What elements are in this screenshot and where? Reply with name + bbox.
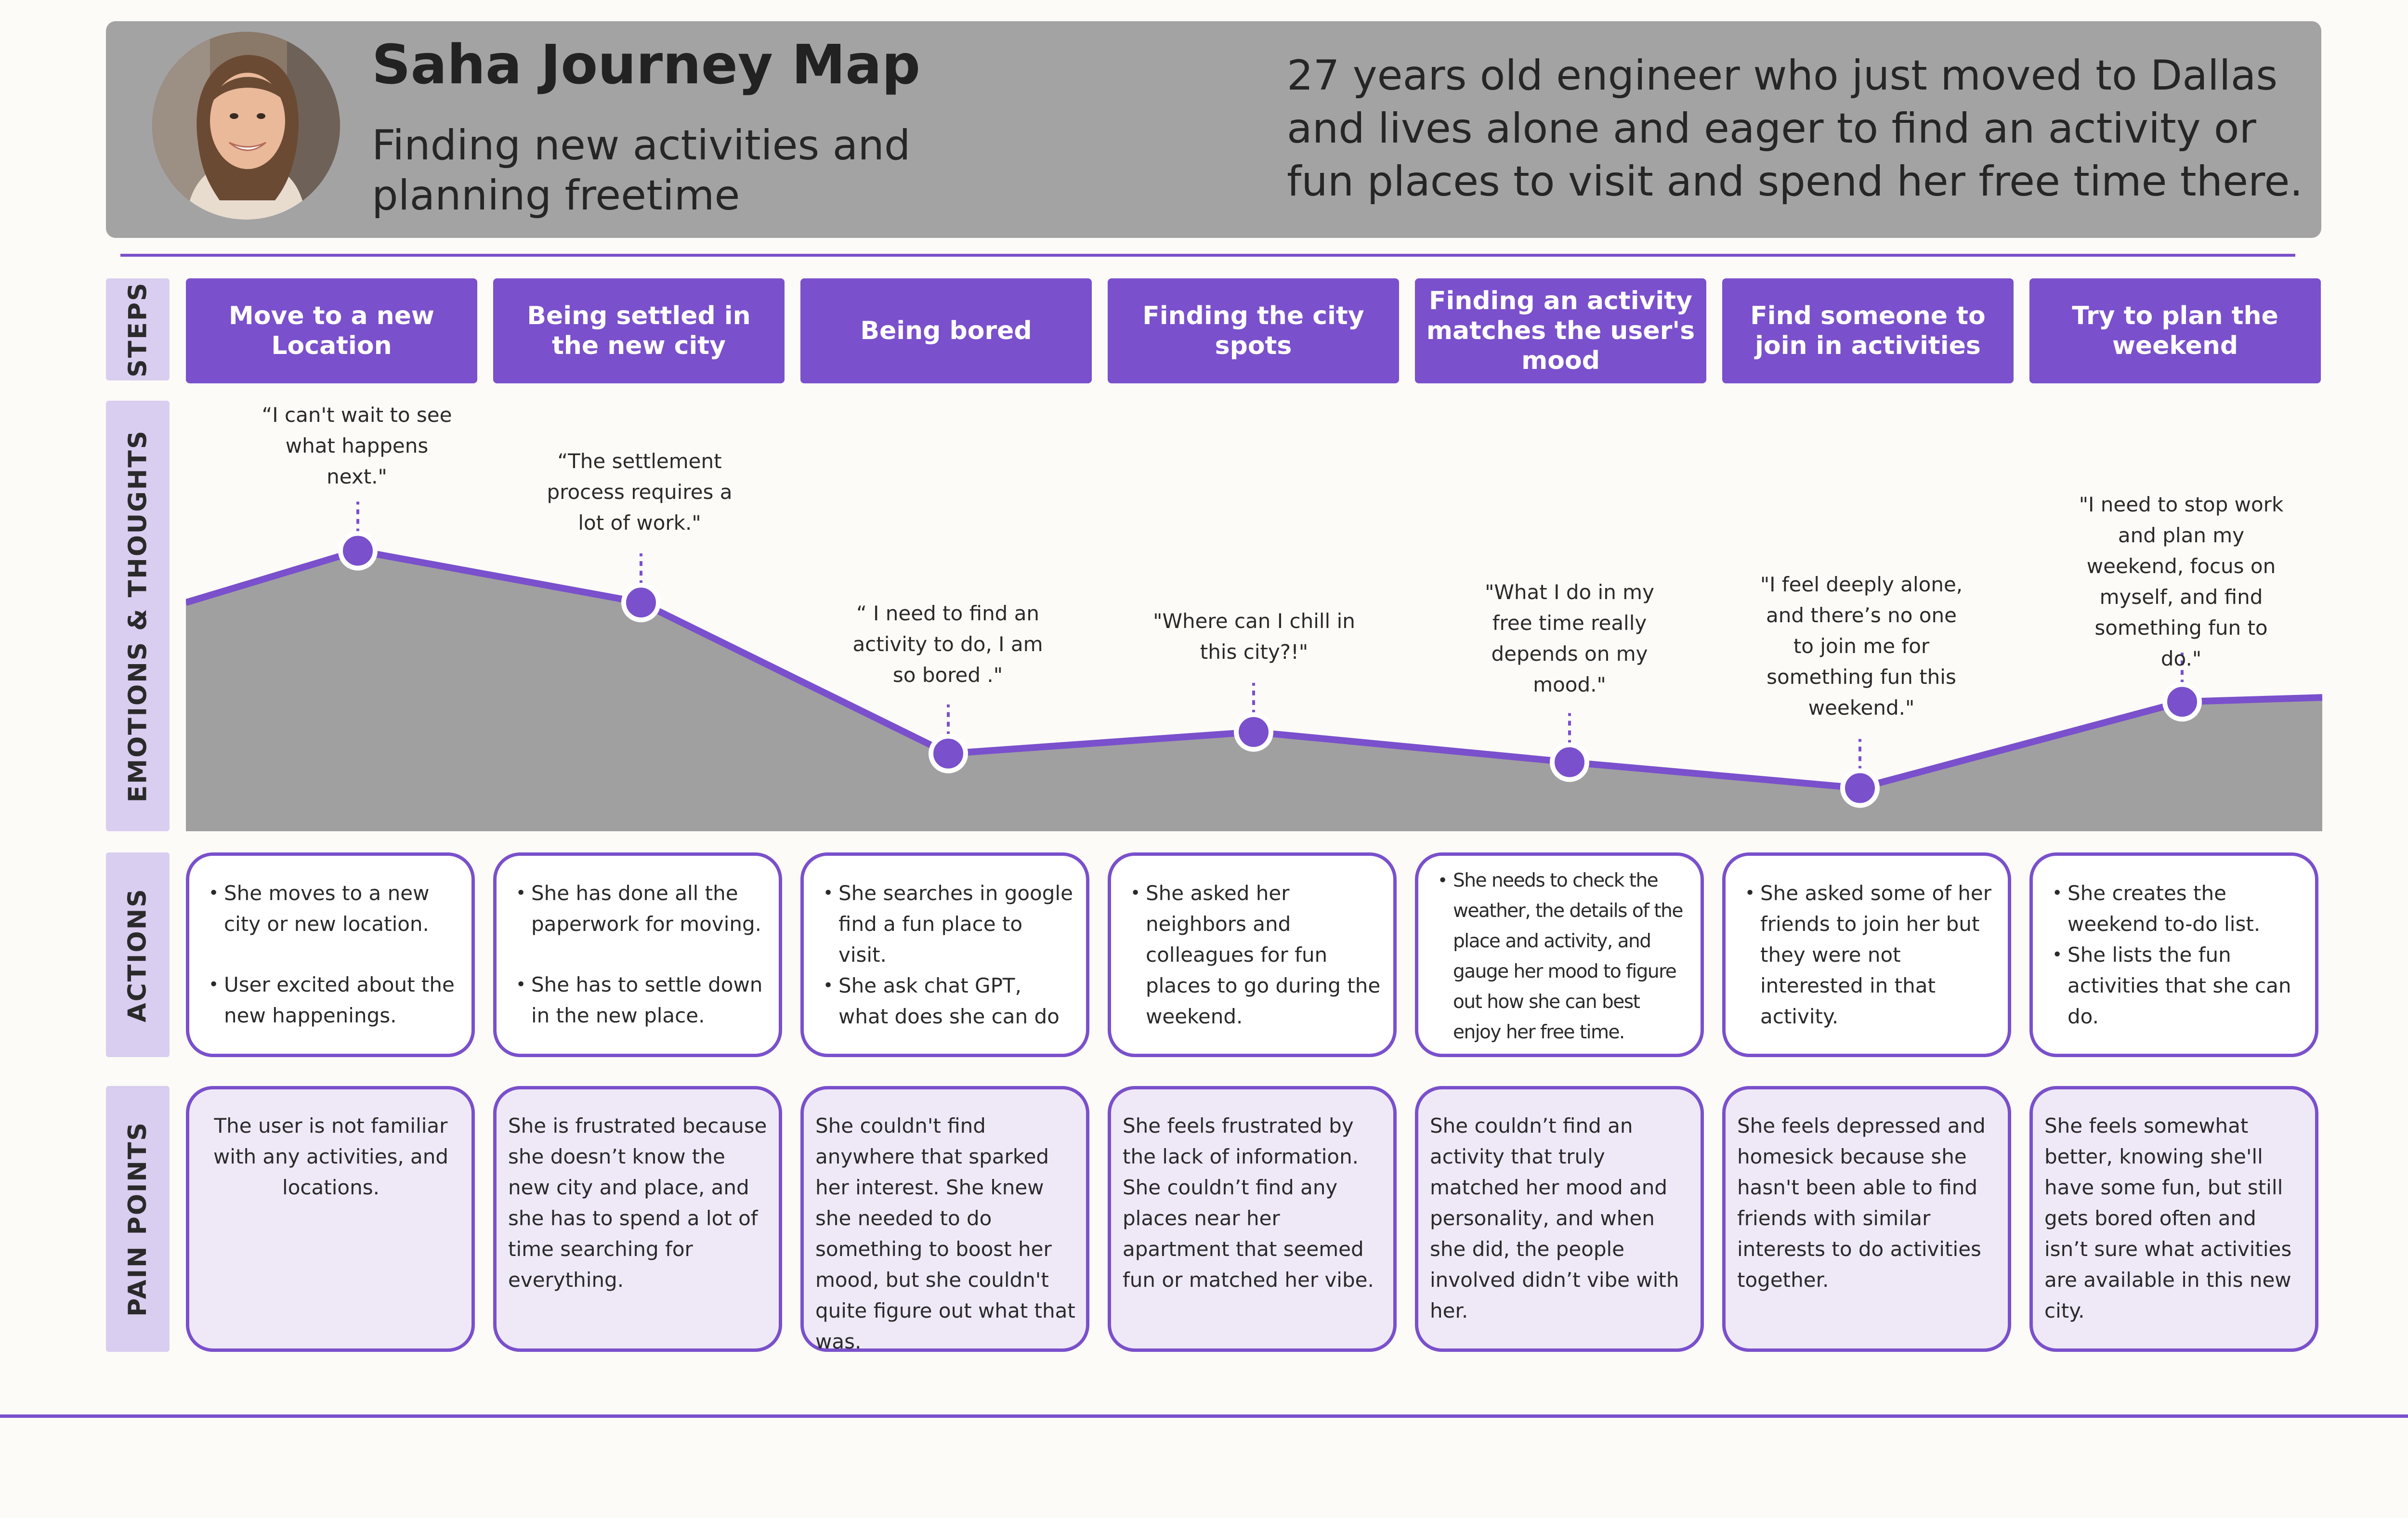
emotion-point-4 xyxy=(1234,712,1273,752)
emotion-point-7 xyxy=(2162,682,2202,722)
row-label-emotions-text: EMOTIONS & THOUGHTS xyxy=(123,429,153,803)
action-card-3: She searches in google find a fun place … xyxy=(800,852,1089,1057)
action-item: She needs to check the weather, the deta… xyxy=(1438,865,1691,1047)
persona-description: 27 years old engineer who just moved to … xyxy=(1287,52,2303,206)
emotion-point-3 xyxy=(929,733,968,773)
footer-divider xyxy=(0,1414,2408,1418)
pain-point-card-2: She is frustrated because she doesn’t kn… xyxy=(493,1086,782,1352)
row-label-emotions: EMOTIONS & THOUGHTS xyxy=(106,401,170,831)
action-card-5: She needs to check the weather, the deta… xyxy=(1415,852,1704,1057)
action-item: She has done all the paperwork for movin… xyxy=(516,878,769,940)
action-item: User excited about the new happenings. xyxy=(209,969,462,1031)
pain-point-card-5: She couldn’t find an activity that truly… xyxy=(1415,1086,1704,1352)
action-card-1: She moves to a new city or new location.… xyxy=(186,852,475,1057)
action-item: She has to settle down in the new place. xyxy=(516,969,769,1031)
step-1: Move to a new Location xyxy=(186,278,477,383)
row-label-pain-points-text: PAIN POINTS xyxy=(123,1121,153,1317)
row-label-steps-text: STEPS xyxy=(123,281,153,378)
persona-avatar xyxy=(152,32,340,220)
step-5: Finding an activity matches the user's m… xyxy=(1415,278,1706,383)
quote-5: "What I do in my free time really depend… xyxy=(1485,580,1654,696)
pain-point-card-3: She couldn't find anywhere that sparked … xyxy=(800,1086,1089,1353)
action-card-4: She asked her neighbors and colleagues f… xyxy=(1108,852,1397,1057)
action-item: She creates the weekend to-do list. xyxy=(2052,878,2305,940)
pain-point-card-4: She feels frustrated by the lack of info… xyxy=(1108,1086,1397,1352)
page-title: Saha Journey Map xyxy=(372,34,921,96)
quote-1: “I can't wait to see what happens next." xyxy=(262,403,452,488)
quote-6: "I feel deeply alone, and there’s no one… xyxy=(1760,573,1963,720)
action-item: She moves to a new city or new location. xyxy=(209,878,462,940)
action-item: She ask chat GPT, what does she can do xyxy=(823,970,1076,1032)
quote-2: “The settlement process requires a lot o… xyxy=(547,449,733,535)
emotion-markers xyxy=(338,501,2202,808)
row-label-pain-points: PAIN POINTS xyxy=(106,1086,170,1352)
action-card-7: She creates the weekend to-do list. She … xyxy=(2029,852,2318,1057)
row-label-actions: ACTIONS xyxy=(106,852,170,1057)
row-label-actions-text: ACTIONS xyxy=(123,887,152,1022)
emotion-point-2 xyxy=(621,583,661,623)
quote-4: "Where can I chill in this city?!" xyxy=(1153,609,1355,664)
emotion-area xyxy=(186,550,2322,831)
emotion-point-1 xyxy=(338,531,378,571)
row-label-steps: STEPS xyxy=(106,278,170,380)
quote-7: "I need to stop work and plan my weekend… xyxy=(2079,493,2284,670)
action-item: She searches in google find a fun place … xyxy=(823,878,1076,970)
quote-3: “ I need to find an activity to do, I am… xyxy=(852,602,1043,687)
emotion-curve-chart xyxy=(186,501,2322,831)
action-item: She asked her neighbors and colleagues f… xyxy=(1130,878,1384,1032)
step-2: Being settled in the new city xyxy=(493,278,785,383)
header-divider xyxy=(120,254,2295,257)
action-item: She lists the fun activities that she ca… xyxy=(2052,940,2305,1032)
action-card-2: She has done all the paperwork for movin… xyxy=(493,852,782,1057)
pain-point-card-1: The user is not familiar with any activi… xyxy=(186,1086,475,1352)
step-3: Being bored xyxy=(800,278,1092,383)
step-7: Try to plan the weekend xyxy=(2029,278,2321,383)
emotion-point-5 xyxy=(1550,742,1589,782)
step-4: Finding the city spots xyxy=(1108,278,1399,383)
step-6: Find someone to join in activities xyxy=(1722,278,2014,383)
header-panel xyxy=(106,21,2321,238)
page-subtitle: Finding new activities and planning free… xyxy=(372,121,911,220)
pain-point-card-6: She feels depressed and homesick because… xyxy=(1722,1086,2011,1352)
persona-photo-icon xyxy=(152,32,340,220)
action-card-6: She asked some of her friends to join he… xyxy=(1722,852,2011,1057)
emotion-point-6 xyxy=(1840,768,1880,808)
action-item: She asked some of her friends to join he… xyxy=(1745,878,1998,1032)
pain-point-card-7: She feels somewhat better, knowing she'l… xyxy=(2029,1086,2318,1352)
